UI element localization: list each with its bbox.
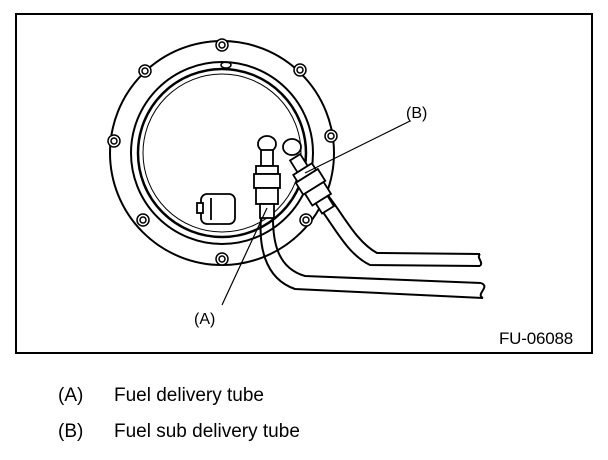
pipe-a (253, 135, 281, 219)
delivery-hose (259, 217, 486, 299)
legend-item-delivery-tube: (A) Fuel delivery tube (58, 385, 300, 421)
pipe-b (282, 138, 336, 215)
leader-line-a (221, 207, 268, 306)
callout-label-b: (B) (406, 105, 428, 122)
legend-key: (B) (58, 421, 84, 442)
figure-frame: (A) (B) FU-06088 (15, 13, 593, 354)
leader-line-b (304, 120, 411, 174)
legend-key: (A) (58, 385, 84, 406)
figure-code: FU-06088 (499, 329, 573, 348)
bolt-holes (107, 38, 338, 266)
legend: (A) Fuel delivery tube (B) Fuel sub deli… (58, 385, 300, 457)
legend-item-sub-delivery-tube: (B) Fuel sub delivery tube (58, 421, 300, 457)
callout-label-a: (A) (194, 311, 216, 328)
connector (196, 193, 236, 225)
leader-lines (221, 120, 411, 306)
legend-label: Fuel sub delivery tube (114, 421, 300, 442)
fuel-pump-flange-illustration (15, 13, 593, 354)
legend-label: Fuel delivery tube (114, 385, 264, 406)
